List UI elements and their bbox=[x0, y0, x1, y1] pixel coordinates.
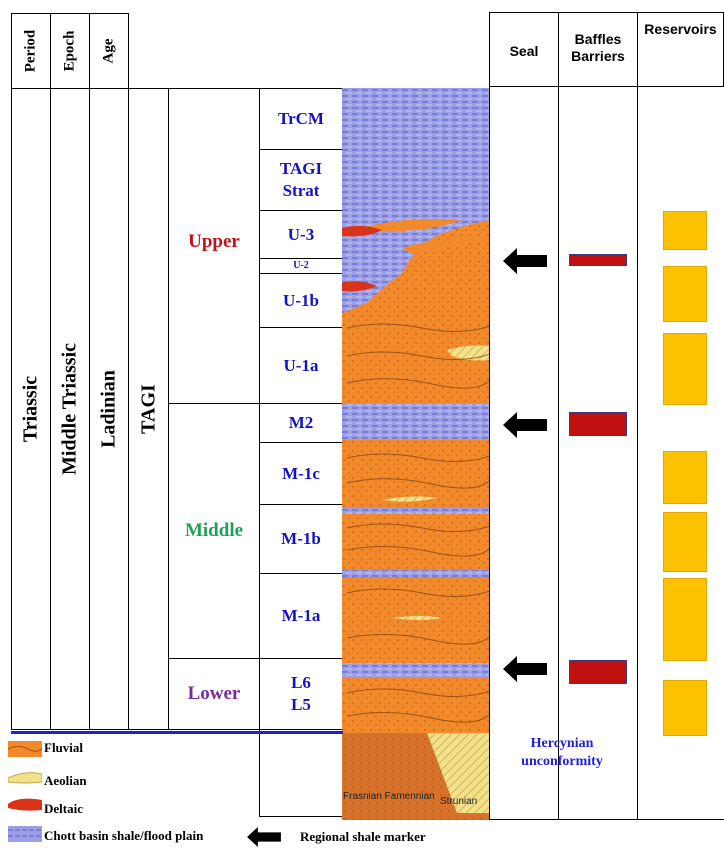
legend-fluvial-label: Fluvial bbox=[44, 740, 84, 755]
unit-label: M-1b bbox=[281, 529, 321, 548]
reservoir-block bbox=[663, 680, 707, 736]
reservoirs-header-label: Reservoirs bbox=[644, 21, 717, 37]
fluvial-swatch bbox=[8, 741, 42, 757]
regional-shale-marker-arrow-icon bbox=[503, 656, 547, 682]
reservoir-block bbox=[663, 266, 707, 322]
aeolian-swatch bbox=[8, 772, 42, 784]
member-upper: Upper bbox=[168, 88, 260, 404]
formation-column: TAGI bbox=[128, 88, 169, 730]
age-header: Age bbox=[89, 13, 129, 89]
epoch-header-label: Epoch bbox=[61, 30, 78, 72]
member-lower-label: Lower bbox=[187, 683, 241, 704]
lithology-column bbox=[342, 88, 490, 820]
baffle-marker bbox=[569, 254, 627, 266]
age-label: Ladinian bbox=[97, 370, 120, 448]
unit-label: U-1a bbox=[283, 355, 319, 375]
seal-header-label: Seal bbox=[509, 43, 539, 59]
member-middle: Middle bbox=[168, 403, 260, 659]
legend-marker-label: Regional shale marker bbox=[300, 829, 426, 844]
unit-label: L6 L5 bbox=[291, 673, 311, 714]
age-column: Ladinian bbox=[89, 88, 129, 730]
unit-label: U-2 bbox=[293, 260, 309, 271]
unit-label: TAGI Strat bbox=[279, 159, 323, 200]
baffle-marker bbox=[569, 412, 627, 436]
unit-label: TrCM bbox=[278, 109, 324, 128]
seal-column bbox=[489, 86, 559, 820]
unit-label: M2 bbox=[288, 413, 314, 432]
regional-shale-marker-arrow-icon bbox=[503, 412, 547, 438]
regional-shale-marker-arrow-icon bbox=[247, 827, 281, 847]
reservoir-block bbox=[663, 451, 707, 504]
period-header: Period bbox=[11, 13, 51, 89]
regional-shale-marker-arrow-icon bbox=[503, 248, 547, 274]
member-upper-label: Upper bbox=[188, 231, 240, 252]
reservoir-block bbox=[663, 333, 707, 405]
legend-aeolian-label: Aeolian bbox=[44, 773, 87, 788]
unit-label: M-1c bbox=[282, 463, 320, 483]
member-lower: Lower bbox=[168, 658, 260, 730]
unit-u1a: U-1a bbox=[259, 327, 343, 404]
baffles-column bbox=[558, 86, 638, 820]
hercynian-unconformity-label: Hercynian unconformity bbox=[521, 736, 603, 769]
legend-shale-label: Chott basin shale/flood plain bbox=[44, 828, 204, 843]
reservoir-block bbox=[663, 578, 707, 661]
member-middle-label: Middle bbox=[184, 520, 244, 541]
baffles-header: Baffles Barriers bbox=[558, 12, 638, 87]
baffles-header-label: Baffles Barriers bbox=[571, 31, 625, 64]
reservoir-block bbox=[663, 211, 707, 250]
epoch-column: Middle Triassic bbox=[50, 88, 90, 730]
unit-label: M-1a bbox=[281, 606, 321, 625]
period-column: Triassic bbox=[11, 88, 51, 730]
seal-header: Seal bbox=[489, 12, 559, 87]
frasnian-famennian-label: Frasnian Famennian bbox=[343, 791, 435, 802]
unit-m1b: M-1b bbox=[259, 504, 343, 574]
formation-label: TAGI bbox=[137, 384, 159, 434]
epoch-label: Middle Triassic bbox=[58, 342, 81, 476]
unit-u3: U-3 bbox=[259, 210, 343, 259]
pre-triassic-unit-cell bbox=[259, 729, 343, 817]
legend-deltaic-label: Deltaic bbox=[44, 801, 83, 816]
unit-label: U-1b bbox=[283, 290, 319, 310]
period-label: Triassic bbox=[19, 375, 42, 443]
reservoirs-header: Reservoirs bbox=[637, 12, 724, 87]
hercynian-unconformity-line bbox=[11, 731, 343, 734]
unit-u2: U-2 bbox=[259, 258, 343, 274]
unit-m1a: M-1a bbox=[259, 573, 343, 659]
unit-m1c: M-1c bbox=[259, 442, 343, 505]
epoch-header: Epoch bbox=[50, 13, 90, 89]
baffle-marker bbox=[569, 660, 627, 684]
unit-label: U-3 bbox=[287, 224, 315, 244]
shale-swatch bbox=[8, 826, 42, 842]
period-header-label: Period bbox=[22, 29, 39, 73]
unit-u1b: U-1b bbox=[259, 273, 343, 328]
unit-tagi-strat: TAGI Strat bbox=[259, 149, 343, 211]
age-header-label: Age bbox=[100, 38, 117, 64]
unit-l6-l5: L6 L5 bbox=[259, 658, 343, 730]
deltaic-swatch bbox=[8, 798, 42, 811]
reservoir-block bbox=[663, 512, 707, 572]
unit-trcm: TrCM bbox=[259, 88, 343, 150]
strunian-label: Strunian bbox=[440, 796, 478, 807]
unit-m2: M2 bbox=[259, 403, 343, 443]
